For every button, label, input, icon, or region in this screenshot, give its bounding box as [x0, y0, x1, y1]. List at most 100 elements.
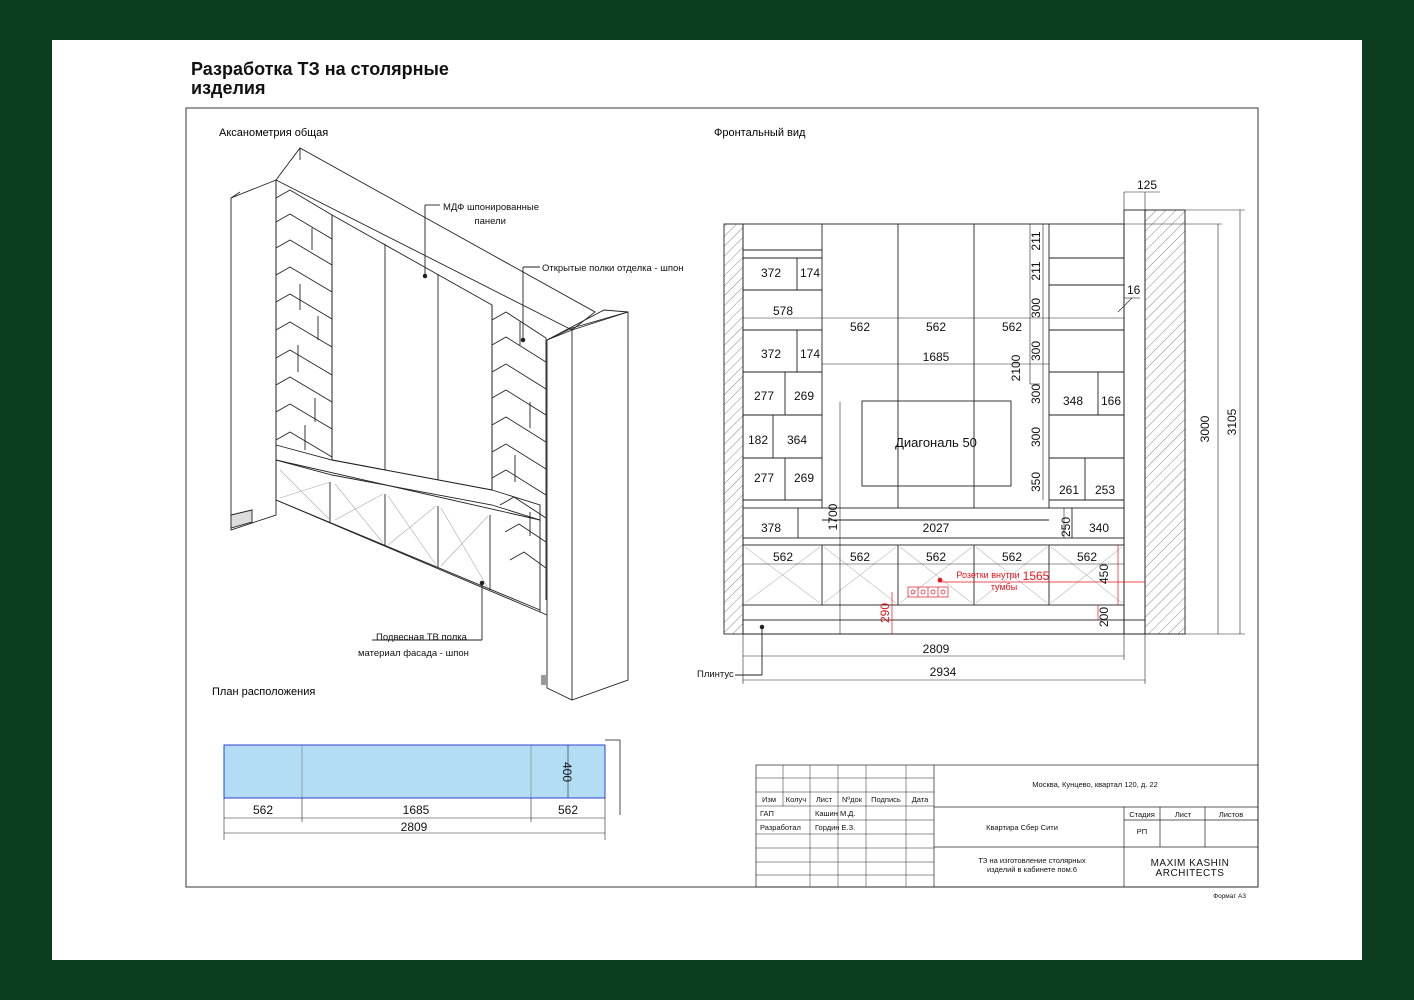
axo-tv-shelf	[275, 444, 541, 521]
front-view	[723, 191, 1245, 684]
dim-364: 364	[787, 433, 807, 447]
dim-290: 290	[878, 603, 892, 623]
dim-277b: 277	[754, 471, 774, 485]
stamp-col-list: Лист	[816, 795, 833, 804]
stamp-sheet-label: Лист	[1175, 810, 1192, 819]
axo-right-wall	[546, 311, 629, 701]
plan-dim-400: 400	[560, 762, 574, 782]
dim-174b: 174	[800, 347, 820, 361]
dim-300b: 300	[1029, 341, 1043, 361]
front-cabinet-outline	[742, 223, 1125, 635]
sockets-label-line2: тумбы	[991, 582, 1017, 592]
view-title-plan: План расположения	[212, 686, 315, 698]
front-tv-screen	[861, 400, 1012, 487]
dim-125: 125	[1137, 178, 1157, 192]
dim-b562d: 562	[1002, 550, 1022, 564]
view-title-front: Фронтальный вид	[714, 127, 806, 139]
dim-b562b: 562	[850, 550, 870, 564]
axo-left-shelves	[275, 189, 333, 458]
front-red-dimensions	[891, 545, 1145, 634]
stamp-name-developer: Гордин Е.З.	[815, 823, 855, 832]
axo-lower-cabinet	[275, 459, 541, 613]
dim-562b: 562	[926, 320, 946, 334]
dim-300a: 300	[1029, 298, 1043, 318]
front-lower-cabinet	[742, 544, 1125, 606]
plan-dim-562a: 562	[253, 803, 273, 817]
dim-2809: 2809	[923, 642, 950, 656]
dim-578: 578	[773, 304, 793, 318]
tv-label: Диагональ 50	[895, 435, 977, 450]
dim-277a: 277	[754, 389, 774, 403]
front-left-wall	[723, 223, 744, 635]
dim-182: 182	[748, 433, 768, 447]
axo-mdf-panels	[331, 214, 493, 491]
stamp-format: Формат А3	[1213, 893, 1246, 900]
stamp-firm-line1: MAXIM KASHIN	[1151, 858, 1230, 869]
stamp-sheets-label: Листов	[1219, 810, 1243, 819]
stamp-col-ndok: Nºдок	[842, 795, 863, 804]
axo-left-wall	[230, 179, 277, 531]
dim-300d: 300	[1029, 427, 1043, 447]
view-title-axonometry: Аксанометрия общая	[219, 127, 328, 139]
plan-dim-2809: 2809	[401, 820, 428, 834]
dim-2100: 2100	[1009, 354, 1023, 381]
dim-269b: 269	[794, 471, 814, 485]
stamp-firm-line2: ARCHITECTS	[1156, 868, 1225, 879]
stamp-stage-label: Стадия	[1129, 810, 1155, 819]
stamp-name-gap: Кашин М.Д.	[815, 809, 855, 818]
inner-frame	[185, 107, 1259, 888]
dim-378: 378	[761, 521, 781, 535]
dim-200: 200	[1097, 607, 1111, 627]
sockets-label-line1: Розетки внутри	[956, 570, 1019, 580]
stamp-desc-line1: ТЗ на изготовление столярных	[978, 856, 1085, 865]
title-line-1: Разработка ТЗ на столярные	[191, 59, 449, 79]
stamp-col-podpis: Подпись	[871, 795, 901, 804]
dim-562c: 562	[1002, 320, 1022, 334]
front-right-pier	[1123, 209, 1146, 635]
stamp-stage-value: РП	[1137, 827, 1147, 836]
axo-top-slab	[275, 147, 596, 331]
page-title: Разработка ТЗ на столярные изделия	[191, 60, 449, 98]
dim-211a: 211	[1029, 231, 1043, 250]
axonometry-view	[230, 147, 629, 701]
plan-dim-1685: 1685	[403, 803, 430, 817]
dim-372a: 372	[761, 266, 781, 280]
stamp-col-izm: Изм	[762, 795, 776, 804]
dim-2027: 2027	[923, 521, 950, 535]
axo-right-shelves	[491, 311, 547, 569]
dim-253: 253	[1095, 483, 1115, 497]
dim-1700: 1700	[826, 503, 840, 530]
front-tv-shelf	[742, 507, 1125, 539]
stamp-address: Москва, Кунцево, квартал 120, д. 22	[1032, 780, 1158, 789]
dim-350: 350	[1029, 472, 1043, 492]
dim-211b: 211	[1029, 261, 1043, 280]
title-line-2: изделия	[191, 78, 266, 98]
dim-1685: 1685	[923, 350, 950, 364]
dim-2934: 2934	[930, 665, 957, 679]
dim-b562e: 562	[1077, 550, 1097, 564]
dim-269a: 269	[794, 389, 814, 403]
stamp-role-developer: Разработал	[760, 823, 801, 832]
front-dimensions	[742, 191, 1245, 684]
dim-b562a: 562	[773, 550, 793, 564]
plan-view	[223, 739, 621, 840]
dim-340: 340	[1089, 521, 1109, 535]
plan-cabinet	[223, 744, 606, 799]
front-right-wall	[1144, 209, 1186, 635]
stamp-col-data: Дата	[912, 795, 929, 804]
dim-3105: 3105	[1225, 408, 1239, 435]
callout-mdf-line2: панели	[475, 216, 507, 227]
front-right-shelves	[1049, 257, 1124, 501]
dim-250: 250	[1059, 517, 1073, 537]
callout-mdf-line1: МДФ шпонированные	[443, 202, 539, 213]
callout-open-shelves: Открытые полки отделка - шпон	[542, 263, 684, 274]
plinth-label: Плинтус	[697, 669, 734, 680]
dim-166: 166	[1101, 394, 1121, 408]
plan-dim-562b: 562	[558, 803, 578, 817]
stamp-role-gap: ГАП	[760, 809, 774, 818]
stamp-col-koluch: Колуч	[786, 795, 807, 804]
callout-tv-shelf-line1: Подвесная ТВ полка	[376, 632, 468, 643]
dim-562a: 562	[850, 320, 870, 334]
dim-174a: 174	[800, 266, 820, 280]
